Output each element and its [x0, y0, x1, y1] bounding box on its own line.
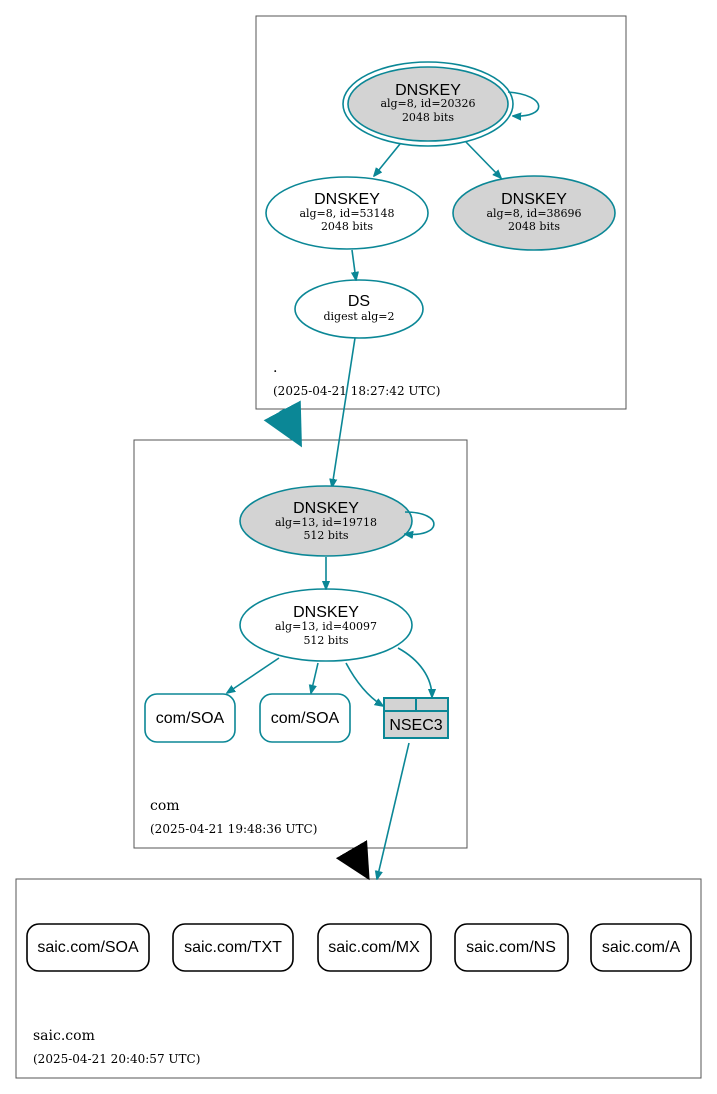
node-com-nsec3: NSEC3 [383, 697, 449, 739]
node-com-ksk: DNSKEY alg=13, id=19718 512 bits [239, 485, 413, 557]
node-root-zsk: DNSKEY alg=8, id=53148 2048 bits [265, 176, 429, 250]
saic-record-soa-label: saic.com/SOA [37, 939, 139, 956]
edge-com-ksk-self [405, 511, 435, 534]
edge-root-ksk-zsk [374, 143, 401, 176]
saic-record-ns-label: saic.com/NS [466, 939, 556, 956]
zone-saic-timestamp: (2025-04-21 20:40:57 UTC) [33, 1052, 200, 1066]
node-com-ds-title: DS [348, 293, 370, 310]
edge-com-zsk-soa1 [227, 657, 280, 693]
saic-record-soa: saic.com/SOA [26, 923, 150, 972]
node-root-ksk: DNSKEY alg=8, id=20326 2048 bits [342, 61, 514, 147]
node-com-zsk-title: DNSKEY [293, 604, 359, 621]
saic-record-a-label: saic.com/A [602, 939, 681, 956]
saic-record-mx-label: saic.com/MX [328, 939, 420, 956]
zone-com-name: com [150, 798, 180, 814]
node-com-ds: DS digest alg=2 [294, 279, 424, 339]
saic-record-txt-label: saic.com/TXT [184, 939, 282, 956]
node-root-zsk-title: DNSKEY [314, 191, 380, 208]
node-root-key3-title: DNSKEY [501, 191, 567, 208]
node-com-soa-2: com/SOA [259, 693, 351, 743]
zone-saic-name: saic.com [33, 1028, 95, 1044]
edge-com-zsk-nsec3-b [397, 647, 432, 697]
edge-com-zsk-soa2 [311, 662, 319, 693]
node-root-zsk-line2: 2048 bits [321, 220, 373, 233]
node-com-soa-2-label: com/SOA [271, 710, 340, 727]
zone-saic-box [15, 878, 702, 1079]
saic-record-ns: saic.com/NS [454, 923, 569, 972]
saic-record-mx: saic.com/MX [317, 923, 432, 972]
node-root-key3-line2: 2048 bits [508, 220, 560, 233]
node-com-ksk-title: DNSKEY [293, 500, 359, 517]
node-com-nsec3-label: NSEC3 [389, 717, 442, 734]
node-root-ksk-line1: alg=8, id=20326 [380, 97, 475, 110]
saic-record-a: saic.com/A [590, 923, 692, 972]
node-com-soa-1-label: com/SOA [156, 710, 225, 727]
node-com-zsk: DNSKEY alg=13, id=40097 512 bits [239, 588, 413, 662]
edge-root-zsk-ds [352, 249, 356, 280]
delegation-root-com [263, 400, 302, 448]
zone-com-timestamp: (2025-04-21 19:48:36 UTC) [150, 822, 317, 836]
edge-com-zsk-nsec3-a [345, 662, 383, 706]
edge-root-ksk-key3 [465, 141, 501, 178]
node-root-ksk-title: DNSKEY [395, 82, 461, 99]
edge-nsec3-saic [377, 742, 410, 879]
delegation-com-saic [335, 840, 370, 881]
edge-root-ksk-self [507, 91, 540, 116]
node-com-zsk-line2: 512 bits [303, 634, 348, 647]
node-com-ds-line1: digest alg=2 [323, 310, 394, 323]
node-com-ksk-line2: 512 bits [303, 529, 348, 542]
node-root-ksk-line2: 2048 bits [402, 111, 454, 124]
node-root-key3: DNSKEY alg=8, id=38696 2048 bits [452, 175, 616, 251]
zone-root-timestamp: (2025-04-21 18:27:42 UTC) [273, 384, 440, 398]
edge-ds-com-ksk [332, 337, 356, 487]
node-root-zsk-line1: alg=8, id=53148 [299, 207, 394, 220]
node-com-ksk-line1: alg=13, id=19718 [275, 516, 377, 529]
node-com-soa-1: com/SOA [144, 693, 236, 743]
node-root-key3-line1: alg=8, id=38696 [486, 207, 581, 220]
zone-root-name: . [273, 360, 277, 376]
node-com-zsk-line1: alg=13, id=40097 [275, 620, 377, 633]
saic-record-txt: saic.com/TXT [172, 923, 294, 972]
